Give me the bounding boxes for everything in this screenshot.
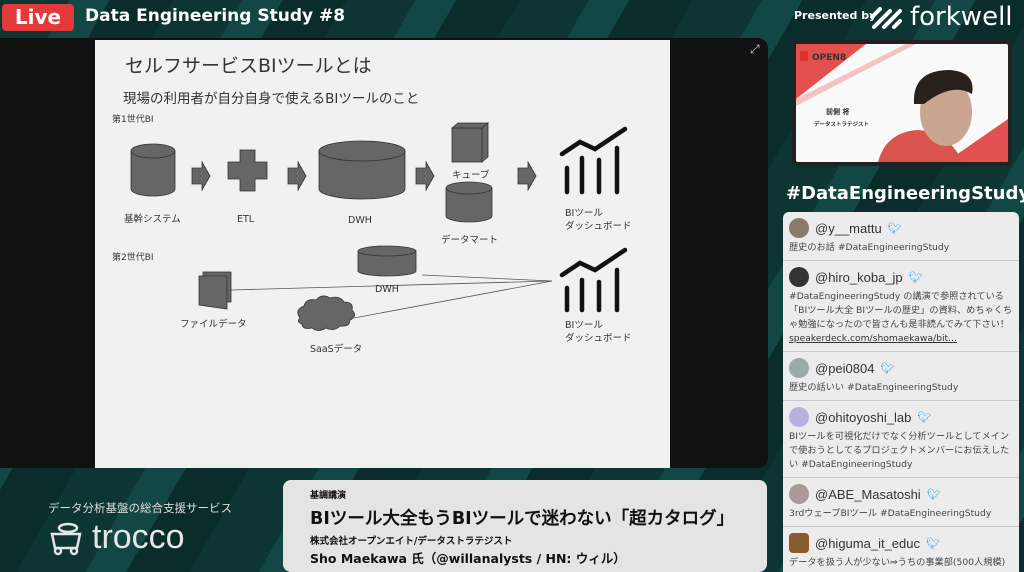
slide-title: セルフサービスBIツールとは — [125, 55, 372, 77]
company-logo: OPEN8 — [812, 53, 846, 63]
tweet-text: 3rdウェーブBIツール #DataEngineeringStudy — [789, 508, 992, 519]
core-system-label: 基幹システム — [124, 213, 181, 225]
slide-diagram: セルフサービスBIツールとは 現場の利用者が自分自身で使えるBIツールのこと 第… — [112, 55, 632, 355]
saas-data-label: SaaSデータ — [310, 343, 362, 355]
gen1-label: 第1世代BI — [112, 113, 154, 125]
connector-lines — [230, 274, 553, 319]
tweet-text: #DataEngineeringStudy の講演で参照されている「BIツール大… — [789, 291, 1013, 330]
speaker-webcam: OPEN8 前側 将 データストラテジスト — [792, 40, 1012, 166]
dwh2-label: DWH — [375, 284, 399, 295]
cube-icon — [450, 122, 490, 163]
webcam-frame: OPEN8 前側 将 データストラテジスト — [796, 44, 1008, 162]
dwh2-cylinder-icon — [357, 245, 417, 277]
avatar — [789, 484, 809, 504]
tweet-text: 歴史のお話 #DataEngineeringStudy — [789, 242, 950, 253]
cube-label: キューブ — [452, 169, 490, 181]
tweet: @y__mattu 🐦︎ 歴史のお話 #DataEngineeringStudy — [783, 212, 1019, 261]
twitter-bird-icon: 🐦︎ — [908, 270, 923, 284]
tweet-feed[interactable]: @y__mattu 🐦︎ 歴史のお話 #DataEngineeringStudy @… — [783, 212, 1019, 572]
trocco-text: trocco — [92, 518, 185, 556]
gen2-label: 第2世代BI — [112, 251, 154, 263]
twitter-bird-icon: 🐦︎ — [887, 221, 902, 235]
session-kind: 基調講演 — [310, 491, 347, 501]
slide-subtitle: 現場の利用者が自分自身で使えるBIツールのこと — [123, 90, 419, 107]
sponsor-tagline: データ分析基盤の総合支援サービス — [48, 501, 232, 515]
tweet: @ABE_Masatoshi 🐦︎ 3rdウェーブBIツール #DataEngine… — [783, 478, 1019, 527]
slide: セルフサービスBIツールとは 現場の利用者が自分自身で使えるBIツールのこと 第… — [95, 40, 670, 468]
etl-cross-icon — [227, 149, 268, 192]
stream-title: Data Engineering Study #8 — [85, 6, 346, 26]
bi-dashboard-icon — [559, 126, 628, 195]
presented-by-label: Presented by — [794, 9, 877, 22]
twitter-bird-icon: 🐦︎ — [880, 361, 895, 375]
arrow-icon — [517, 160, 537, 192]
session-caption: 基調講演 BIツール大全もうBIツールで迷わない「超カタログ」 株式会社オープン… — [283, 480, 767, 572]
speaker-role: データストラテジスト — [814, 120, 869, 128]
fullscreen-icon[interactable]: ⤢ — [750, 42, 760, 56]
tweet: @ohitoyoshi_lab 🐦︎ BIツールを可視化だけでなく分析ツールとしてメ… — [783, 401, 1019, 478]
tweet: @pei0804 🐦︎ 歴史の話いい #DataEngineeringStudy — [783, 352, 1019, 401]
speaker-name: 前側 将 — [826, 107, 849, 116]
arrow-icon — [415, 160, 435, 192]
twitter-bird-icon: 🐦︎ — [926, 487, 941, 501]
file-data-label: ファイルデータ — [180, 318, 247, 330]
tweet: @hiro_koba_jp 🐦︎ #DataEngineeringStudy の講演… — [783, 261, 1019, 352]
core-system-cylinder-icon — [130, 143, 176, 197]
tweet-text: データを扱う人が少ない⇒うちの事業部(500人規模) — [789, 557, 1006, 568]
forkwell-mark-icon — [870, 7, 902, 29]
twitter-bird-icon: 🐦︎ — [917, 410, 932, 424]
tweet-link[interactable]: speakerdeck.com/shomaekawa/bit... — [789, 333, 957, 344]
saas-cloud-icon — [297, 295, 355, 331]
bi-tool-label: BIツール — [565, 208, 603, 219]
tweet-handle[interactable]: @ABE_Masatoshi — [815, 486, 921, 502]
tweet: @higuma_it_educ 🐦︎ データを扱う人が少ない⇒うちの事業部(500人… — [783, 527, 1019, 572]
dashboard-label-2: ダッシュボード — [565, 332, 632, 344]
forkwell-logo: forkwell — [868, 2, 1013, 32]
arrow-icon — [287, 160, 307, 192]
data-mart-label: データマート — [441, 234, 498, 246]
bi-tool-label-2: BIツール — [565, 320, 603, 331]
avatar — [789, 218, 809, 238]
bi-dashboard-icon-2 — [559, 247, 628, 313]
avatar — [789, 358, 809, 378]
event-hashtag: #DataEngineeringStudy — [786, 183, 1024, 204]
speaker-full-name: Sho Maekawa 氏（@willanalysts / HN: ウィル） — [310, 551, 626, 566]
trolley-icon — [50, 522, 82, 555]
avatar — [789, 533, 809, 553]
dashboard-label: ダッシュボード — [565, 220, 632, 232]
dwh-cylinder-icon — [318, 140, 406, 200]
tweet-handle[interactable]: @hiro_koba_jp — [815, 269, 903, 285]
tweet-handle[interactable]: @ohitoyoshi_lab — [815, 409, 912, 425]
trocco-logo: trocco — [48, 518, 185, 557]
tweet-handle[interactable]: @y__mattu — [815, 220, 882, 236]
tweet-text: 歴史の話いい #DataEngineeringStudy — [789, 382, 959, 393]
arrow-icon — [191, 160, 211, 192]
avatar — [789, 267, 809, 287]
etl-label: ETL — [237, 214, 255, 225]
live-badge: Live — [2, 4, 74, 31]
tweet-handle[interactable]: @pei0804 — [815, 360, 875, 376]
tweet-handle[interactable]: @higuma_it_educ — [815, 535, 920, 551]
forkwell-text: forkwell — [910, 2, 1013, 32]
file-data-icon — [198, 271, 232, 310]
tweet-text: BIツールを可視化だけでなく分析ツールとしてメインで使おうとしてるプロジェクトメ… — [789, 431, 1010, 470]
avatar — [789, 407, 809, 427]
session-title: BIツール大全もうBIツールで迷わない「超カタログ」 — [310, 509, 735, 529]
data-mart-cylinder-icon — [445, 181, 493, 223]
dwh-label: DWH — [348, 215, 372, 226]
speaker-company: 株式会社オープンエイト/データストラテジスト — [310, 536, 513, 547]
twitter-bird-icon: 🐦︎ — [925, 536, 940, 550]
